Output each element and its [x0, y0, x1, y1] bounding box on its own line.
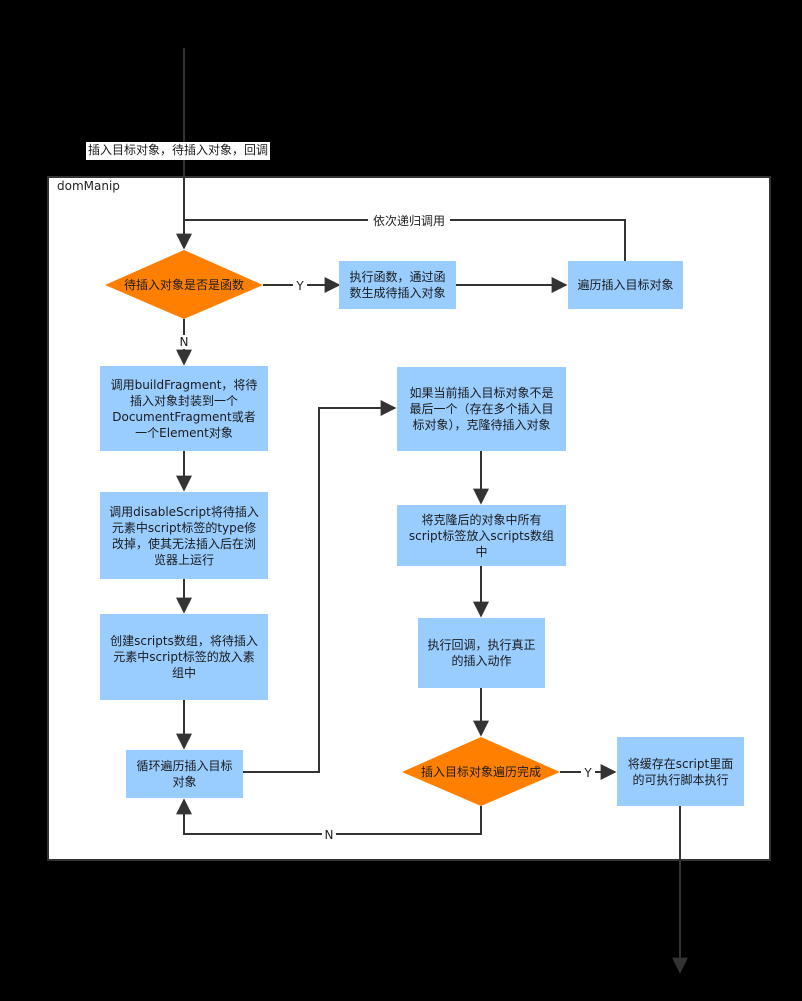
- yes-label-bg-2: [581, 765, 595, 779]
- decision-is-function-shape: [105, 250, 263, 319]
- step-collect-scripts: 将克隆后的对象中所有script标签放入scripts数组中: [397, 505, 566, 566]
- step-build-fragment: 调用buildFragment，将待插入对象封装到一个DocumentFragm…: [100, 366, 268, 451]
- step-run-cached-scripts: 将缓存在script里面的可执行脚本执行: [617, 737, 744, 806]
- yes-label-traversal-done: Y: [583, 766, 592, 780]
- step-run-cached-scripts-text: 将缓存在script里面的可执行脚本执行: [627, 756, 734, 787]
- step-exec-callback-text: 执行回调，执行真正的插入动作: [427, 638, 536, 668]
- step-clone-if-not-last-text: 如果当前插入目标对象不是最后一个（存在多个插入目标对象），克隆待插入对象: [409, 386, 554, 432]
- step-exec-function: 执行函数，通过函数生成待插入对象: [339, 261, 456, 309]
- step-exec-callback: 执行回调，执行真正的插入动作: [418, 618, 545, 688]
- step-loop-targets-text: 循环遍历插入目标对象: [136, 759, 233, 789]
- step-create-scripts-text: 创建scripts数组，将待插入元素中script标签的放入素组中: [110, 634, 258, 680]
- step-traverse-targets-text: 遍历插入目标对象: [577, 278, 674, 292]
- no-label-traversal-done: N: [325, 828, 334, 842]
- step-disable-script: 调用disableScript将待插入元素中script标签的type修改掉，使…: [100, 492, 268, 579]
- step-create-scripts: 创建scripts数组，将待插入元素中script标签的放入素组中: [100, 614, 268, 700]
- container-title: domManip: [57, 179, 120, 193]
- step-build-fragment-text: 调用buildFragment，将待插入对象封装到一个DocumentFragm…: [110, 377, 258, 440]
- step-disable-script-text: 调用disableScript将待插入元素中script标签的type修改掉，使…: [109, 504, 259, 567]
- decision-is-function-label: 待插入对象是否是函数: [123, 278, 244, 292]
- recursive-label-bg: [368, 213, 450, 229]
- yes-label-is-function: Y: [295, 279, 304, 293]
- recursive-call-arrow: [184, 219, 626, 261]
- step-collect-scripts-text: 将克隆后的对象中所有script标签放入scripts数组中: [408, 512, 555, 559]
- no-label-is-function: N: [180, 335, 189, 349]
- step-traverse-targets: 遍历插入目标对象: [568, 261, 683, 309]
- no-label-bg-2: [322, 827, 336, 841]
- input-params-label: 插入目标对象，待插入对象，回调: [86, 142, 271, 160]
- yes-label-bg-1: [293, 278, 307, 292]
- step-exec-function-text: 执行函数，通过函数生成待插入对象: [349, 270, 446, 300]
- decision-traversal-done-shape: [402, 737, 560, 806]
- decision-traversal-done-label: 插入目标对象遍历完成: [420, 765, 541, 779]
- no-label-bg-1: [177, 335, 191, 349]
- arrow-to-clone: [243, 400, 397, 773]
- step-loop-targets: 循环遍历插入目标对象: [126, 750, 243, 798]
- recursive-call-label: 依次递归调用: [373, 213, 445, 228]
- step-clone-if-not-last: 如果当前插入目标对象不是最后一个（存在多个插入目标对象），克隆待插入对象: [397, 367, 566, 451]
